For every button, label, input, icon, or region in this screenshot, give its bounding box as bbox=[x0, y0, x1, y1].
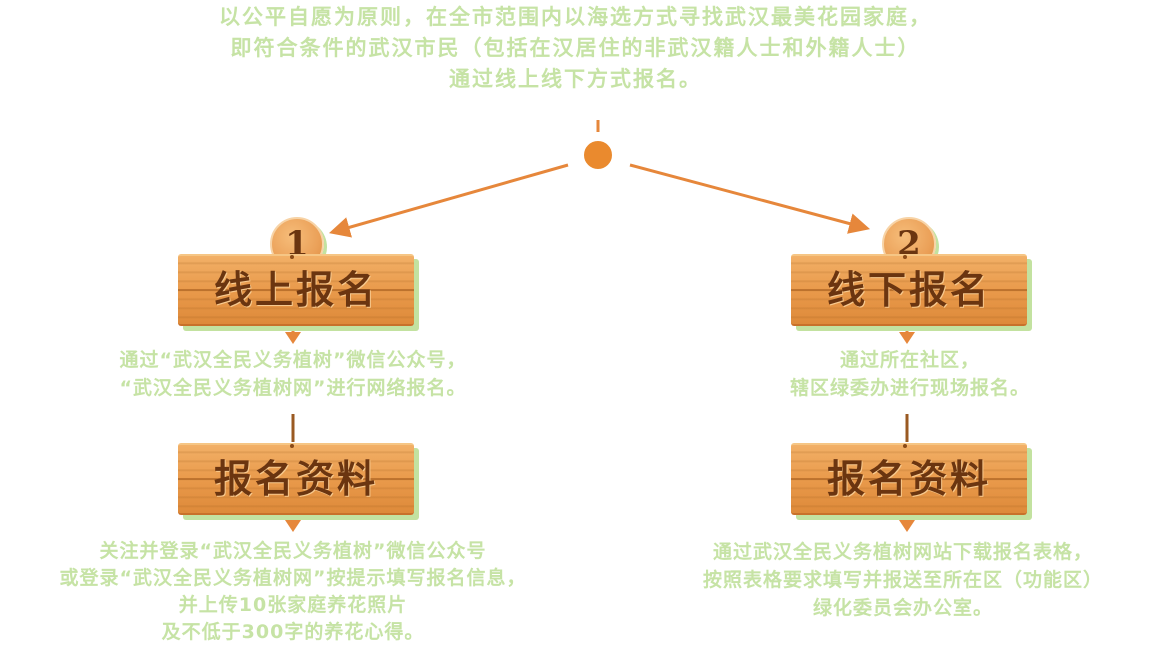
intro-text: 以公平自愿为原则，在全市范围内以海选方式寻找武汉最美花园家庭， 即符合条件的武汉… bbox=[0, 2, 1151, 95]
description-line: 并上传10张家庭养花照片 bbox=[178, 594, 408, 616]
online-materials-title: 报名资料 bbox=[213, 457, 378, 501]
nail-icon bbox=[290, 444, 294, 448]
nail-icon bbox=[903, 255, 907, 259]
online-signup-description: 通过“武汉全民义务植树”微信公众号， “武汉全民义务植树网”进行网络报名。 bbox=[40, 346, 546, 402]
online-signup-title: 线上报名 bbox=[213, 268, 378, 312]
arrowhead-offline-materials-down bbox=[899, 520, 915, 532]
description-line: 及不低于300字的养花心得。 bbox=[161, 621, 425, 643]
offline-signup-description: 通过所在社区， 辖区绿委办进行现场报名。 bbox=[700, 346, 1120, 402]
online-materials-description: 关注并登录“武汉全民义务植树”微信公众号 或登录“武汉全民义务植树网”按提示填写… bbox=[0, 538, 586, 646]
offline-signup-title: 线下报名 bbox=[826, 268, 991, 312]
description-line: 辖区绿委办进行现场报名。 bbox=[789, 377, 1030, 399]
intro-line: 通过线上线下方式报名。 bbox=[449, 67, 702, 91]
arrow-to-online bbox=[328, 163, 569, 238]
intro-line: 即符合条件的武汉市民（包括在汉居住的非武汉籍人士和外籍人士） bbox=[230, 36, 921, 60]
arrowhead-online-down bbox=[285, 332, 301, 344]
nail-icon bbox=[903, 444, 907, 448]
offline-materials-description: 通过武汉全民义务植树网站下载报名表格， 按照表格要求填写并报送至所在区（功能区）… bbox=[655, 538, 1151, 622]
arrowhead-online-materials-down bbox=[285, 520, 301, 532]
online-signup-board: 线上报名 bbox=[178, 254, 414, 326]
arrowhead-offline-down bbox=[899, 332, 915, 344]
center-node bbox=[582, 139, 614, 171]
description-line: 关注并登录“武汉全民义务植树”微信公众号 bbox=[99, 540, 487, 562]
description-line: 按照表格要求填写并报送至所在区（功能区） bbox=[702, 569, 1103, 591]
description-line: 通过“武汉全民义务植树”微信公众号， bbox=[119, 349, 467, 371]
offline-materials-board: 报名资料 bbox=[791, 443, 1027, 515]
description-line: 通过所在社区， bbox=[839, 349, 980, 371]
offline-materials-title: 报名资料 bbox=[826, 457, 991, 501]
intro-line: 以公平自愿为原则，在全市范围内以海选方式寻找武汉最美花园家庭， bbox=[219, 5, 932, 29]
description-line: 或登录“武汉全民义务植树网”按提示填写报名信息， bbox=[59, 567, 527, 589]
arrow-to-offline bbox=[629, 163, 871, 234]
online-materials-board: 报名资料 bbox=[178, 443, 414, 515]
description-line: 通过武汉全民义务植树网站下载报名表格， bbox=[712, 541, 1093, 563]
description-line: “武汉全民义务植树网”进行网络报名。 bbox=[119, 377, 467, 399]
nail-icon bbox=[290, 255, 294, 259]
offline-signup-board: 线下报名 bbox=[791, 254, 1027, 326]
description-line: 绿化委员会办公室。 bbox=[812, 597, 993, 619]
